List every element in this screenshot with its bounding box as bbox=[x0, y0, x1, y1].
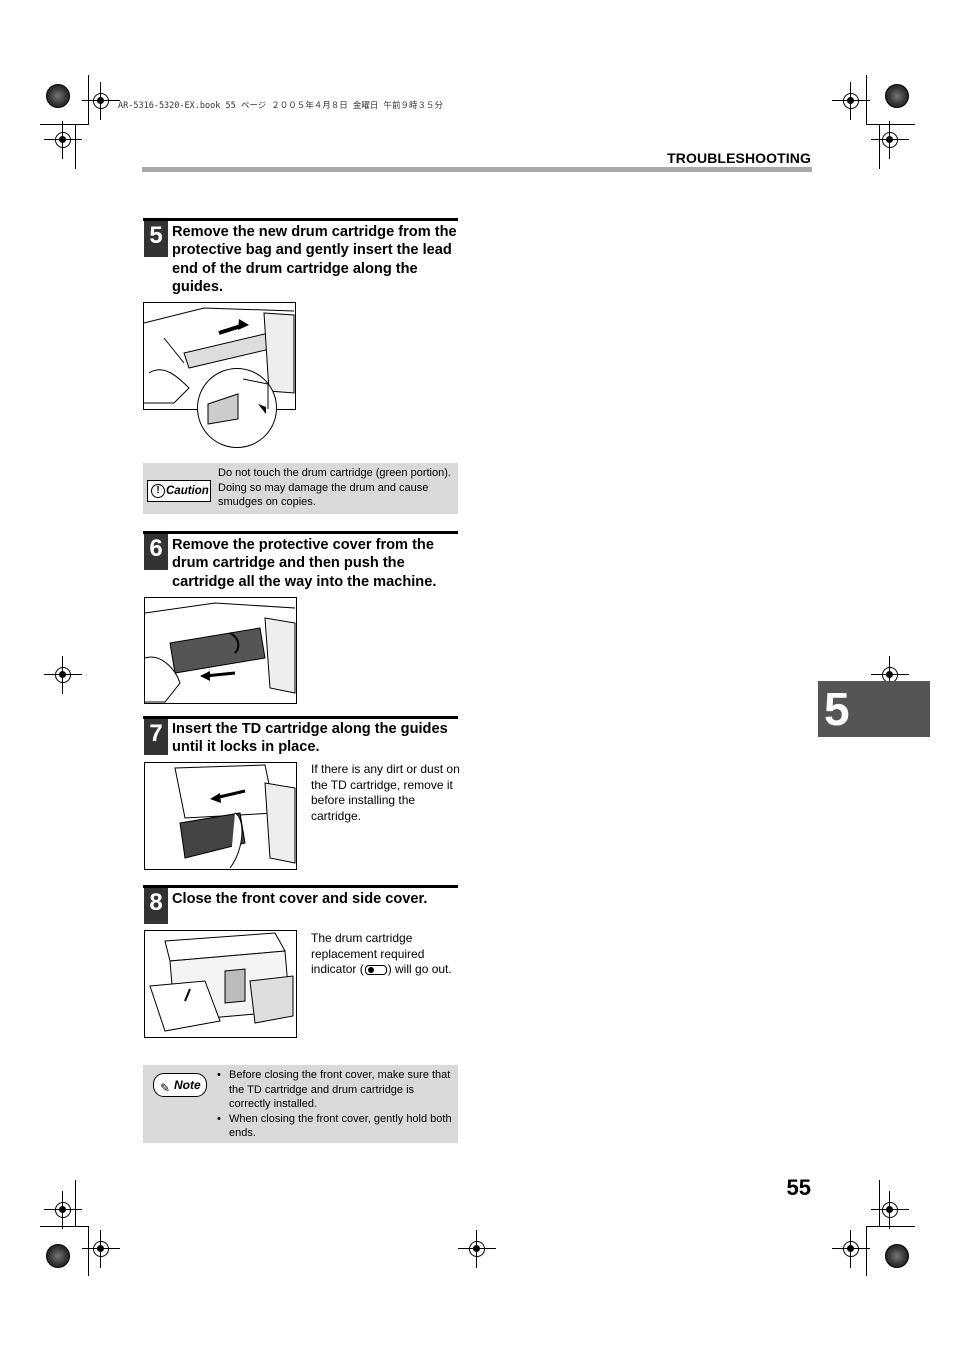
registration-mark-icon bbox=[44, 656, 82, 694]
caution-label: ! Caution bbox=[147, 480, 211, 502]
registration-disc-icon bbox=[46, 84, 70, 108]
registration-disc-icon bbox=[885, 1244, 909, 1268]
step-number: 5 bbox=[144, 221, 168, 257]
copier-figure-icon bbox=[149, 932, 294, 1032]
note-label: ✎ Note bbox=[153, 1073, 207, 1097]
registration-mark-icon bbox=[871, 121, 909, 159]
indicator-note-text-end: ) will go out. bbox=[387, 962, 452, 977]
drum-indicator-icon bbox=[364, 965, 387, 976]
registration-mark-icon bbox=[44, 121, 82, 159]
caution-text: Do not touch the drum cartridge (green p… bbox=[218, 467, 451, 509]
step-instruction: Remove the protective cover from the dru… bbox=[172, 537, 437, 590]
registration-mark-icon bbox=[871, 1191, 909, 1229]
protective-cover-illustration bbox=[144, 597, 297, 704]
step-rule bbox=[143, 716, 458, 719]
td-cartridge-note: If there is any dirt or dust on the TD c… bbox=[311, 762, 460, 823]
pencil-icon: ✎ bbox=[160, 1081, 171, 1095]
note-item: When closing the front cover, gently hol… bbox=[217, 1112, 455, 1141]
drum-insert-illustration bbox=[143, 302, 296, 410]
registration-disc-icon bbox=[885, 84, 909, 108]
td-cartridge-illustration bbox=[144, 762, 297, 870]
step-instruction: Insert the TD cartridge along the guides… bbox=[172, 721, 448, 756]
step-instruction: Close the front cover and side cover. bbox=[172, 891, 428, 907]
registration-mark-icon bbox=[82, 1230, 120, 1268]
section-title: TROUBLESHOOTING bbox=[667, 150, 811, 166]
close-cover-illustration bbox=[144, 930, 297, 1038]
td-cartridge-figure-icon bbox=[174, 764, 296, 869]
registration-mark-icon bbox=[832, 82, 870, 120]
registration-mark-icon bbox=[82, 82, 120, 120]
step-rule bbox=[143, 531, 458, 534]
guide-detail-icon bbox=[207, 378, 269, 425]
page-number: 55 bbox=[786, 1175, 811, 1200]
registration-mark-icon bbox=[44, 1191, 82, 1229]
step-rule bbox=[143, 885, 458, 888]
step-number: 6 bbox=[144, 534, 168, 570]
indicator-note: The drum cartridge replacement required … bbox=[311, 931, 461, 978]
registration-disc-icon bbox=[46, 1244, 70, 1268]
chapter-number: 5 bbox=[824, 683, 850, 735]
registration-mark-icon bbox=[832, 1230, 870, 1268]
note-list: Before closing the front cover, make sur… bbox=[217, 1068, 455, 1141]
drum-cartridge-figure-icon bbox=[144, 307, 295, 404]
note-item: Before closing the front cover, make sur… bbox=[217, 1068, 455, 1112]
detail-magnifier bbox=[197, 368, 277, 448]
header-rule bbox=[142, 167, 812, 172]
step-rule bbox=[143, 218, 458, 221]
indicator-note-text: The drum cartridge replacement required … bbox=[311, 931, 425, 977]
step-instruction: Remove the new drum cartridge from the p… bbox=[172, 224, 457, 295]
step-number: 8 bbox=[144, 888, 168, 924]
file-info: AR-5316-5320-EX.book 55 ページ ２００５年４月８日 金曜… bbox=[118, 101, 444, 111]
caution-icon: ! bbox=[151, 484, 165, 498]
registration-mark-icon bbox=[458, 1230, 496, 1268]
chapter-tab: 5 bbox=[818, 681, 930, 737]
caution-label-text: Caution bbox=[166, 485, 209, 497]
drum-push-figure-icon bbox=[145, 602, 296, 703]
note-label-text: Note bbox=[174, 1078, 201, 1092]
step-number: 7 bbox=[144, 719, 168, 755]
